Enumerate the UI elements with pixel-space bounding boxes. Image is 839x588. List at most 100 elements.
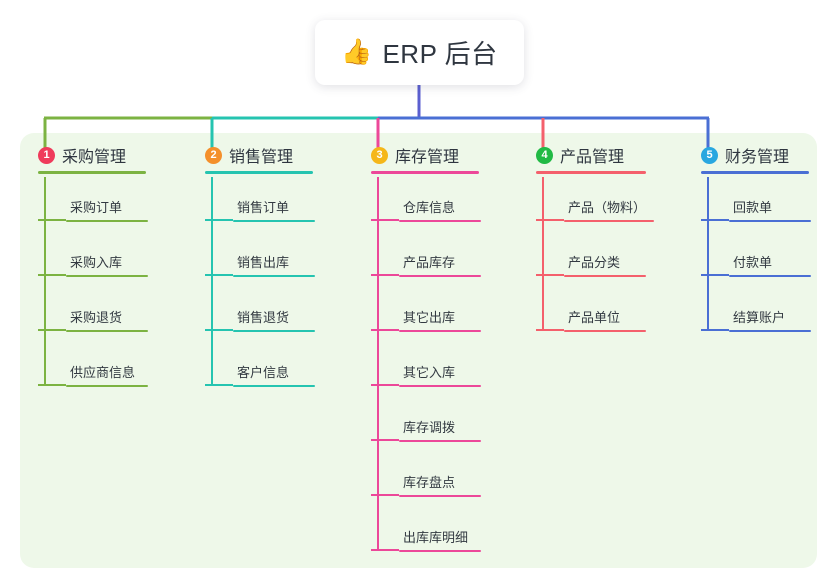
leaf-node-underline	[399, 495, 481, 497]
branch-spine-3	[377, 177, 379, 550]
branch-title-2: 销售管理	[229, 149, 294, 166]
leaf-node-label: 产品分类	[568, 255, 621, 270]
leaf-node[interactable]: 采购退货	[38, 307, 148, 332]
leaf-connector-tick	[205, 329, 233, 331]
leaf-node-underline	[564, 330, 646, 332]
leaf-node-underline	[233, 220, 315, 222]
leaf-node[interactable]: 采购订单	[38, 197, 148, 222]
leaf-node[interactable]: 销售订单	[205, 197, 315, 222]
branch-number-badge-2: 2	[205, 146, 222, 164]
leaf-node-label: 供应商信息	[70, 365, 136, 380]
thumbs-up-icon: 👍	[341, 38, 373, 66]
leaf-node-label: 产品单位	[568, 310, 621, 325]
leaf-node[interactable]: 采购入库	[38, 252, 148, 277]
branch-number-badge-1: 1	[38, 146, 55, 164]
leaf-connector-tick	[371, 384, 399, 386]
leaf-node[interactable]: 产品分类	[536, 252, 646, 277]
leaf-node-underline	[729, 330, 811, 332]
leaf-node-label: 结算账户	[733, 310, 786, 325]
leaf-connector-tick	[205, 219, 233, 221]
branch-title-underline-1	[38, 171, 146, 174]
leaf-connector-tick	[371, 274, 399, 276]
leaf-node[interactable]: 其它出库	[371, 307, 481, 332]
branch-columns: 1 采购管理采购订单采购入库采购退货供应商信息 2 销售管理销售订单销售出库销售退货客…	[0, 133, 839, 568]
branch-title-underline-4	[536, 171, 646, 174]
branch-header-1[interactable]: 1 采购管理	[38, 133, 146, 177]
leaf-node-label: 销售退货	[237, 310, 290, 325]
leaf-node[interactable]: 库存调拨	[371, 417, 481, 442]
branch-header-4[interactable]: 4 产品管理	[536, 133, 646, 177]
leaf-node-underline	[399, 550, 481, 552]
branch-column-4: 4 产品管理产品（物料） 产品分类产品单位	[536, 133, 654, 332]
leaf-node-label: 其它入库	[403, 365, 456, 380]
root-node-erp-backend[interactable]: 👍 ERP 后台	[315, 20, 524, 85]
leaf-connector-tick	[701, 274, 729, 276]
leaf-node[interactable]: 客户信息	[205, 362, 315, 387]
leaf-node-label: 销售出库	[237, 255, 290, 270]
leaf-node-label: 回款单	[733, 200, 773, 215]
branch-column-1: 1 采购管理采购订单采购入库采购退货供应商信息	[38, 133, 148, 387]
leaf-node-label: 产品库存	[403, 255, 456, 270]
leaf-node-underline	[399, 330, 481, 332]
leaf-node-label: 其它出库	[403, 310, 456, 325]
leaf-node[interactable]: 销售退货	[205, 307, 315, 332]
leaf-node-underline	[399, 275, 481, 277]
leaf-node-underline	[66, 330, 148, 332]
leaf-connector-tick	[371, 549, 399, 551]
branch-title-4: 产品管理	[560, 149, 625, 166]
leaf-connector-tick	[205, 384, 233, 386]
branch-title-underline-2	[205, 171, 313, 174]
leaf-connector-tick	[38, 329, 66, 331]
leaf-node[interactable]: 产品（物料）	[536, 197, 654, 222]
leaf-node[interactable]: 其它入库	[371, 362, 481, 387]
page-title: ERP 后台	[382, 39, 498, 69]
leaf-node-underline	[233, 385, 315, 387]
branch-column-2: 2 销售管理销售订单销售出库销售退货客户信息	[205, 133, 315, 387]
leaf-node[interactable]: 仓库信息	[371, 197, 481, 222]
leaf-node-underline	[729, 220, 811, 222]
branch-header-2[interactable]: 2 销售管理	[205, 133, 313, 177]
leaf-node[interactable]: 回款单	[701, 197, 811, 222]
branch-title-underline-3	[371, 171, 479, 174]
leaf-connector-tick	[536, 274, 564, 276]
leaf-node[interactable]: 付款单	[701, 252, 811, 277]
branch-spine-5	[707, 177, 709, 330]
branch-number-badge-3: 3	[371, 146, 388, 164]
leaf-node-underline	[66, 275, 148, 277]
leaf-node-label: 采购订单	[70, 200, 123, 215]
leaf-connector-tick	[701, 329, 729, 331]
leaf-node[interactable]: 销售出库	[205, 252, 315, 277]
leaf-node[interactable]: 供应商信息	[38, 362, 148, 387]
leaf-connector-tick	[38, 219, 66, 221]
leaf-node[interactable]: 出库库明细	[371, 527, 481, 552]
leaf-node-underline	[564, 220, 654, 222]
leaf-node-label: 付款单	[733, 255, 773, 270]
leaf-node-label: 采购退货	[70, 310, 123, 325]
leaf-node-label: 库存盘点	[403, 475, 456, 490]
branch-spine-2	[211, 177, 213, 385]
leaf-connector-tick	[371, 494, 399, 496]
branch-spine-4	[542, 177, 544, 330]
leaf-node-underline	[399, 220, 481, 222]
leaf-connector-tick	[536, 329, 564, 331]
leaf-connector-tick	[536, 219, 564, 221]
leaf-node-label: 仓库信息	[403, 200, 456, 215]
branch-number-badge-4: 4	[536, 146, 553, 164]
leaf-node[interactable]: 结算账户	[701, 307, 811, 332]
branch-title-1: 采购管理	[62, 149, 127, 166]
branch-spine-1	[44, 177, 46, 385]
leaf-node[interactable]: 产品库存	[371, 252, 481, 277]
leaf-node-underline	[399, 385, 481, 387]
leaf-node-underline	[66, 220, 148, 222]
leaf-node-underline	[399, 440, 481, 442]
leaf-node[interactable]: 产品单位	[536, 307, 646, 332]
leaf-node-label: 采购入库	[70, 255, 123, 270]
leaf-node[interactable]: 库存盘点	[371, 472, 481, 497]
leaf-node-underline	[729, 275, 811, 277]
leaf-connector-tick	[371, 219, 399, 221]
